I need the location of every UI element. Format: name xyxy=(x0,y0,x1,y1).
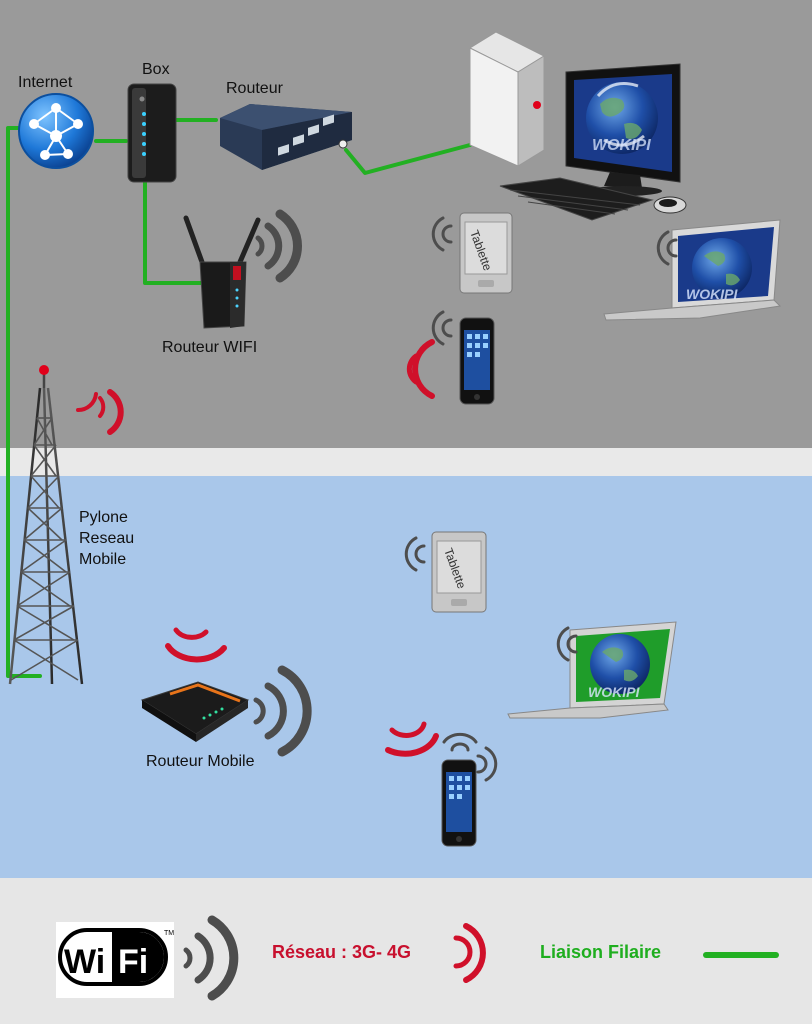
wifi-signal-laptop-top xyxy=(656,230,678,266)
wifi-logo-tm: TM xyxy=(164,930,174,937)
wifi-signal-tablet-top xyxy=(431,216,453,252)
box-modem-icon xyxy=(127,83,177,183)
wifi-logo-icon: Wi Fi TM xyxy=(56,922,174,998)
laptop-bottom-icon: WOKIPI xyxy=(507,621,677,719)
wifi-signal-laptop-bottom xyxy=(556,626,578,662)
mobile-router-icon xyxy=(140,681,250,742)
mobile-signal-phone-top xyxy=(406,339,435,399)
internet-label: Internet xyxy=(18,74,73,91)
mobile-signal-tower xyxy=(76,389,124,435)
wifi-logo-fi: Fi xyxy=(118,943,148,981)
wired-links xyxy=(6,118,472,678)
zone-separator xyxy=(0,448,812,476)
wifi-signal-phone-bottom xyxy=(442,732,498,782)
routeur-label: Routeur xyxy=(226,80,283,97)
smartphone-bottom-icon xyxy=(441,759,477,847)
wifi-signal-tablet-bottom xyxy=(404,536,426,572)
pc-tower-icon xyxy=(468,31,546,167)
wire-router-to-pc xyxy=(344,143,472,175)
routeur-wifi-label: Routeur WIFI xyxy=(162,339,258,356)
mobile-tower-icon xyxy=(8,372,84,685)
monitor-wokipi-watermark: WOKIPI xyxy=(592,137,651,154)
legend-mobile-signal-icon xyxy=(453,923,486,983)
mobile-label: Mobile xyxy=(79,551,127,568)
keyboard-icon xyxy=(499,177,654,221)
wifi-signal-phone-top xyxy=(431,310,453,346)
legend-wired-label: Liaison Filaire xyxy=(540,942,662,962)
internet-globe-icon xyxy=(18,93,94,169)
mobile-signal-phone-bottom xyxy=(385,721,439,757)
wifi-logo-wi: Wi xyxy=(64,943,105,981)
laptop-top-icon: WOKIPI xyxy=(603,219,782,321)
reseau-label: Reseau xyxy=(79,530,135,547)
pylone-label: Pylone xyxy=(79,509,128,526)
smartphone-top-icon xyxy=(459,317,495,405)
wire-internet-to-tower xyxy=(6,126,42,678)
legend-wifi-signal-icon xyxy=(183,915,239,1001)
mouse-icon xyxy=(653,196,687,214)
laptop-top-wokipi-watermark: WOKIPI xyxy=(686,286,738,302)
wire-box-to-wifi-router xyxy=(143,180,204,285)
wifi-signal-router xyxy=(255,209,302,283)
tablet-top-icon: Tablette xyxy=(459,212,513,294)
switch-router-icon xyxy=(220,104,352,170)
routeur-mobile-label: Routeur Mobile xyxy=(146,753,255,770)
laptop-bottom-wokipi-watermark: WOKIPI xyxy=(588,684,640,700)
mobile-zone-background xyxy=(0,476,812,878)
wifi-router-icon xyxy=(183,215,261,329)
tower-beacon-icon xyxy=(39,365,49,375)
wifi-signal-mobile-router xyxy=(253,665,312,757)
desktop-monitor-icon: WOKIPI xyxy=(565,63,681,196)
box-label: Box xyxy=(142,61,170,78)
tablet-bottom-icon: Tablette xyxy=(431,531,487,613)
mobile-signal-mobile-router xyxy=(165,627,227,663)
legend-network-label: Réseau : 3G- 4G xyxy=(272,942,412,962)
